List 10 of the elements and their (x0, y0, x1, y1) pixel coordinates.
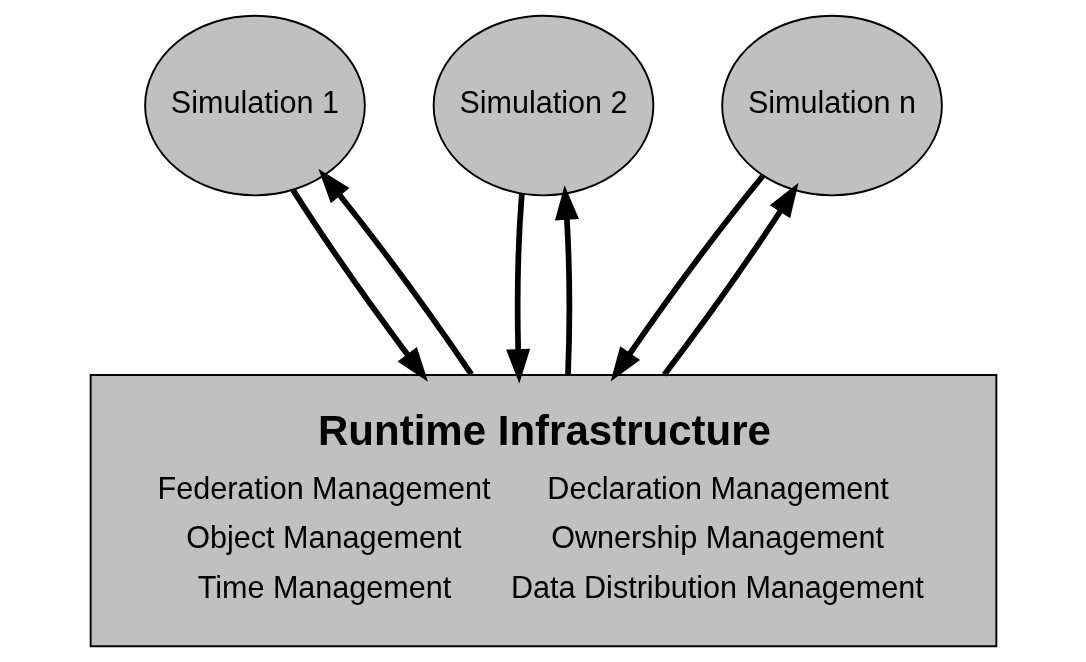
arrow (554, 185, 579, 375)
arrow (290, 188, 428, 382)
node-ellipse: Simulation n (720, 14, 943, 197)
node-ellipse: Simulation 1 (143, 14, 366, 197)
arrow (317, 168, 474, 377)
arrow (505, 193, 530, 384)
node-box: Runtime Infrastructure Federation Management Declaration Management Object Management Ownership Management Time Management Data Distribution Management (89, 374, 997, 648)
arrow (610, 173, 765, 382)
node-ellipse: Simulation 2 (432, 14, 654, 197)
arrow (661, 182, 799, 377)
